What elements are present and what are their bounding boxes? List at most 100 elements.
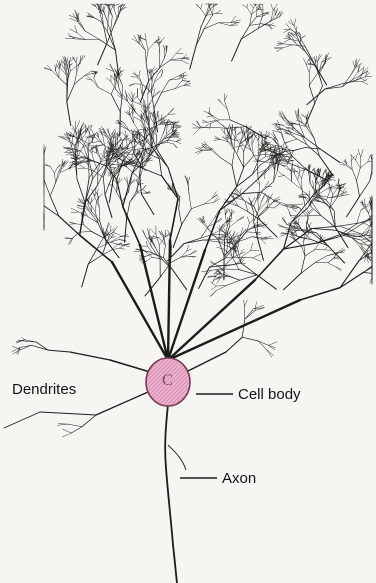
- dendrite-twig: [227, 109, 230, 120]
- dendrite-twig: [145, 50, 146, 63]
- dendrite-branch: [312, 229, 337, 231]
- dendrite-branch: [44, 180, 50, 196]
- dendrite-twig: [216, 120, 226, 128]
- dendrite-twig: [361, 149, 364, 157]
- dendrite-twig: [238, 218, 244, 221]
- dendrite-branch: [66, 149, 72, 151]
- dendrite-branch: [79, 122, 83, 131]
- dendrite-twig: [285, 143, 293, 157]
- dendrite-twig: [283, 44, 292, 45]
- dendrite-twig: [273, 4, 277, 10]
- dendrite-twig: [84, 225, 92, 232]
- dendrite-branch: [302, 171, 304, 178]
- dendrite-twig: [290, 215, 297, 216]
- dendrite-lower-branch: [57, 424, 67, 425]
- dendrite-twig: [306, 59, 309, 65]
- dendrite-twig: [76, 57, 77, 63]
- dendrite-lower-branch: [68, 424, 83, 427]
- dendrite-right-branch: [244, 300, 247, 306]
- dendrite-twig: [241, 263, 257, 275]
- dendrite-twig: [225, 209, 229, 216]
- dendrite-twig: [347, 196, 360, 216]
- dendrite-twig: [134, 36, 138, 43]
- dendrite-branch: [254, 154, 265, 155]
- dendrite-twig: [306, 127, 314, 139]
- dendrite-right-branch: [269, 342, 277, 346]
- dendrite-lower-branch: [48, 350, 70, 352]
- dendrite-twig: [346, 165, 353, 169]
- dendrite-branch: [44, 146, 46, 154]
- dendrite-twig: [203, 240, 218, 242]
- dendrite-twig: [236, 189, 240, 193]
- dendrite-branch: [116, 161, 122, 164]
- dendrite-twig: [304, 59, 307, 65]
- dendrite-twig: [213, 4, 214, 15]
- dendrite-twig: [122, 192, 129, 202]
- dendrite-twig: [352, 170, 356, 181]
- dendrite-branch: [77, 179, 85, 204]
- dendrite-right-branch: [258, 341, 267, 350]
- dendrite-twig: [77, 22, 85, 32]
- dendrite-twig: [259, 5, 263, 15]
- dendrite-twig: [105, 195, 112, 218]
- dendrite-branch: [364, 199, 365, 206]
- dendrite-twig: [212, 195, 217, 199]
- dendrite-twig: [176, 48, 181, 53]
- dendrite-twig: [257, 275, 276, 289]
- dendrite-twig: [59, 78, 68, 86]
- dendrite-twig: [98, 194, 102, 199]
- dendrite-twig: [107, 20, 111, 32]
- dendrite-twig: [136, 179, 138, 185]
- dendrite-branch: [238, 131, 242, 135]
- dendrite-branch: [126, 137, 132, 144]
- dendrite-twig: [184, 85, 191, 86]
- dendrite-right-branch: [226, 337, 242, 352]
- dendrite-branch: [252, 162, 257, 175]
- dendrite-branch: [315, 175, 319, 182]
- dendrite-branch: [340, 272, 363, 287]
- dendrite-lower-branch: [31, 345, 48, 350]
- dendrite-twig: [146, 50, 148, 63]
- dendrite-branch: [238, 132, 243, 134]
- dendrite-twig: [146, 63, 149, 81]
- dendrite-twig: [277, 12, 280, 18]
- dendrite-twig: [147, 257, 153, 261]
- dendrite-twig: [56, 65, 57, 70]
- dendrite-twig: [219, 241, 224, 256]
- dendrite-twig: [70, 66, 77, 71]
- dendrite-twig: [368, 162, 372, 163]
- dendrite-branch: [286, 204, 289, 211]
- dendrite-twig: [321, 215, 336, 227]
- dendrite-twig: [333, 186, 339, 195]
- dendrite-twig: [88, 248, 97, 264]
- dendrite-twig: [211, 282, 216, 286]
- dendrite-twig: [274, 197, 280, 202]
- dendrite-lower-trunk: [4, 412, 40, 428]
- dendrite-twig: [159, 60, 170, 68]
- dendrite-twig: [246, 232, 255, 233]
- dendrite-twig: [205, 223, 210, 231]
- dendrite-lower-branch: [82, 415, 96, 427]
- dendrite-twig: [306, 65, 309, 73]
- dendrite-twig: [105, 178, 111, 195]
- dendrite-twig: [226, 280, 240, 285]
- dendrite-twig: [275, 9, 276, 16]
- dendrite-twig: [82, 264, 89, 287]
- dendrite-twig: [72, 232, 80, 238]
- dendrite-branch: [211, 150, 220, 157]
- dendrite-twig: [150, 229, 156, 235]
- dendrite-twig: [133, 74, 139, 77]
- dendrite-twig: [156, 40, 159, 45]
- dendrite-twig: [206, 123, 212, 126]
- dendrite-twig: [324, 245, 329, 250]
- dendrite-twig: [158, 69, 162, 74]
- dendrite-right-branch: [269, 345, 276, 347]
- dendrite-twig: [356, 153, 358, 159]
- dendrite-twig: [191, 204, 204, 209]
- dendrite-twig: [55, 65, 56, 71]
- dendrite-twig: [249, 198, 252, 203]
- dendrite-twig: [173, 225, 181, 248]
- dendrite-twig: [211, 291, 216, 297]
- dendrite-twig: [189, 195, 191, 209]
- dendrite-branch: [294, 174, 297, 180]
